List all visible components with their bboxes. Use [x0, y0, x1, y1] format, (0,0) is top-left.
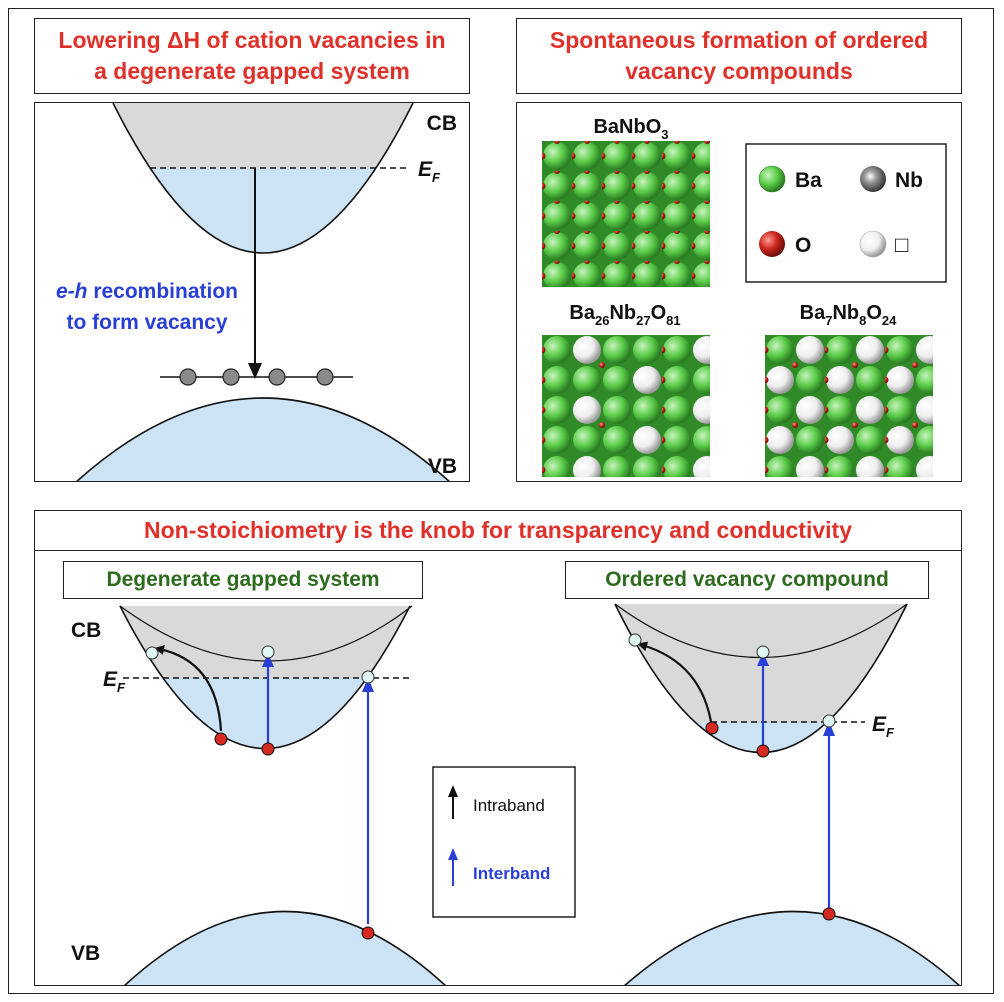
left-filled-states — [120, 678, 410, 749]
valence-band — [76, 397, 450, 481]
left-vb-label: VB — [71, 942, 100, 965]
defect-states — [179, 368, 334, 386]
top-right-title-line2: vacancy compounds — [625, 58, 853, 84]
recombination-text-line1: e-h recombination — [56, 280, 238, 303]
transition-diagrams: CB VB EF EF Intraband — [71, 603, 960, 985]
top-right-title-line1: Spontaneous formation of ordered — [549, 27, 929, 53]
cb-label: CB — [427, 112, 457, 135]
sub-title-right-box: Ordered vacancy compound — [565, 561, 929, 599]
o-atom-swatch — [759, 231, 785, 257]
ba-atom-swatch — [758, 165, 786, 193]
left-electrons — [214, 732, 375, 940]
top-left-title-box: Lowering ΔH of cation vacancies in a deg… — [34, 18, 470, 94]
interband-swatch — [448, 848, 458, 860]
recombination-text-line2: to form vacancy — [66, 311, 227, 334]
filled-states — [113, 168, 413, 253]
sub-title-right: Ordered vacancy compound — [605, 568, 889, 591]
lattice-banbo3 — [542, 141, 710, 287]
nb-atom-swatch — [860, 166, 886, 192]
structure-label-banbo3: BaNbO3 — [593, 116, 668, 142]
structure-label-ba7nb8o24: Ba7Nb8O24 — [800, 302, 898, 328]
transition-legend — [432, 766, 576, 918]
right-holes — [628, 633, 836, 728]
right-ef-label: EF — [872, 713, 895, 740]
structure-label-ba26nb27o81: Ba26Nb27O81 — [569, 302, 680, 328]
right-intraband-arrow — [637, 641, 714, 729]
top-right-structure-panel: BaNbO3 Ba26Nb27O81 Ba7Nb8O24 Ba Nb O □ — [516, 102, 962, 482]
legend-ba: Ba — [795, 169, 822, 192]
ef-label: EF — [418, 158, 441, 185]
left-holes — [145, 645, 375, 684]
top-left-title-line2: a degenerate gapped system — [94, 58, 410, 84]
sub-title-left-box: Degenerate gapped system — [63, 561, 423, 599]
lattice-ba26nb27o81 — [542, 335, 710, 477]
atom-legend — [745, 143, 947, 283]
bottom-panel: Non-stoichiometry is the knob for transp… — [34, 510, 962, 986]
right-filled-states — [615, 722, 907, 753]
legend-interband: Interband — [473, 864, 550, 883]
top-left-band-panel: CB VB EF e-h recombination to form vacan… — [34, 102, 470, 482]
intraband-swatch — [448, 785, 458, 797]
legend-o: O — [795, 234, 811, 257]
vb-label: VB — [428, 455, 457, 478]
top-left-title-line1: Lowering ΔH of cation vacancies in — [58, 27, 446, 53]
bottom-title-bar: Non-stoichiometry is the knob for transp… — [35, 511, 961, 551]
left-cb-label: CB — [71, 619, 101, 642]
right-valence-band — [624, 910, 960, 985]
left-ef-label: EF — [103, 668, 126, 695]
figure-frame — [8, 8, 994, 994]
sub-title-left: Degenerate gapped system — [106, 568, 380, 591]
lattice-ba7nb8o24 — [765, 335, 933, 477]
legend-nb: Nb — [895, 169, 923, 192]
left-intraband-arrow — [154, 645, 223, 732]
legend-intraband: Intraband — [473, 796, 545, 815]
left-valence-band — [124, 910, 446, 985]
right-electrons — [705, 721, 836, 921]
defect-band-diagram: CB VB EF e-h recombination to form vacan… — [56, 103, 457, 481]
crystal-structures: BaNbO3 Ba26Nb27O81 Ba7Nb8O24 Ba Nb O □ — [542, 116, 947, 477]
bottom-title: Non-stoichiometry is the knob for transp… — [143, 517, 852, 543]
vacancy-swatch — [859, 230, 887, 258]
legend-vacancy: □ — [895, 232, 908, 257]
top-right-title-box: Spontaneous formation of ordered vacancy… — [516, 18, 962, 94]
